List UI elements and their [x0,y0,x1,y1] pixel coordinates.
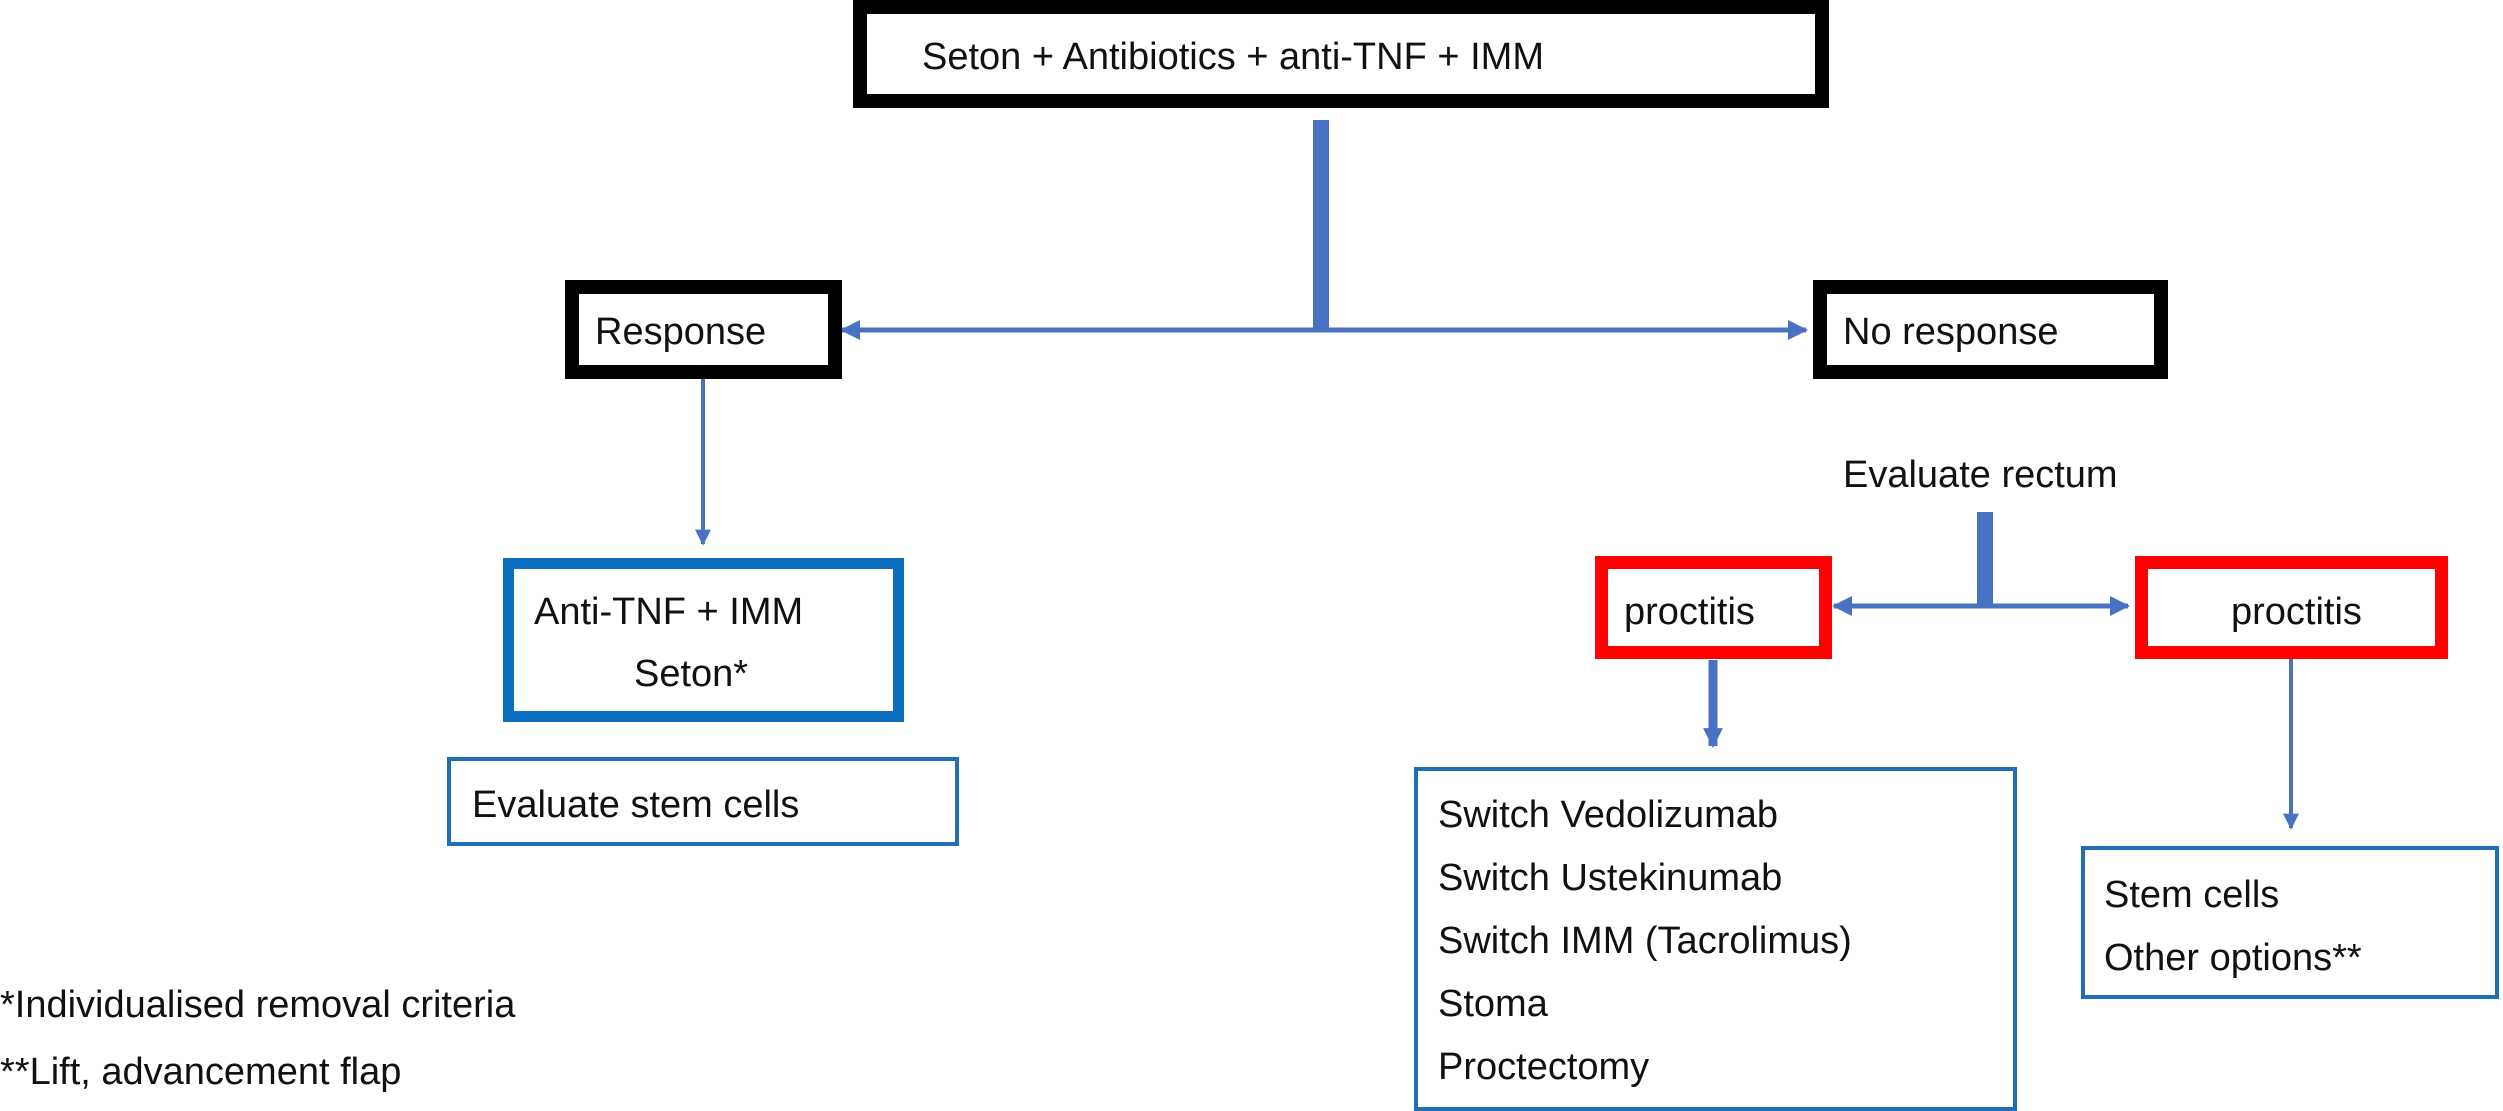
evaluate-stem-cells-label: Evaluate stem cells [472,784,800,826]
evaluate-stem-cells-box [447,757,959,846]
top-treatment-label: Seton + Antibiotics + anti-TNF + IMM [922,36,1544,78]
stem-cells-box [2081,846,2499,999]
proctitis-left-label: proctitis [1624,591,1755,633]
evaluate-rectum-label: Evaluate rectum [1843,454,2118,496]
no-response-label: No response [1843,311,2059,353]
stem-cells-option: Stem cells [2104,874,2280,916]
anti-tnf-box [503,558,904,722]
switch-option-item: Switch Ustekinumab [1438,857,1783,899]
proctitis-left-box [1595,556,1832,659]
stem-cells-option: Other options** [2104,937,2362,979]
top-treatment-box [853,0,1829,108]
response-box [565,280,842,379]
proctitis-right-label: proctitis [2231,591,2362,633]
switch-option-item: Switch Vedolizumab [1438,794,1779,836]
no-response-box [1813,280,2168,379]
switch-option-item: Switch IMM (Tacrolimus) [1438,920,1852,962]
switch-option-item: Proctectomy [1438,1046,1650,1088]
proctitis-right-box [2135,556,2448,659]
anti-tnf-line2: Seton* [634,653,749,695]
footnote: *Individualised removal criteria [0,984,516,1026]
response-label: Response [595,311,767,353]
footnote: **Lift, advancement flap [0,1051,402,1093]
switch-option-item: Stoma [1438,983,1548,1025]
switch-options-box [1414,767,2017,1111]
anti-tnf-line1: Anti-TNF + IMM [534,591,804,633]
